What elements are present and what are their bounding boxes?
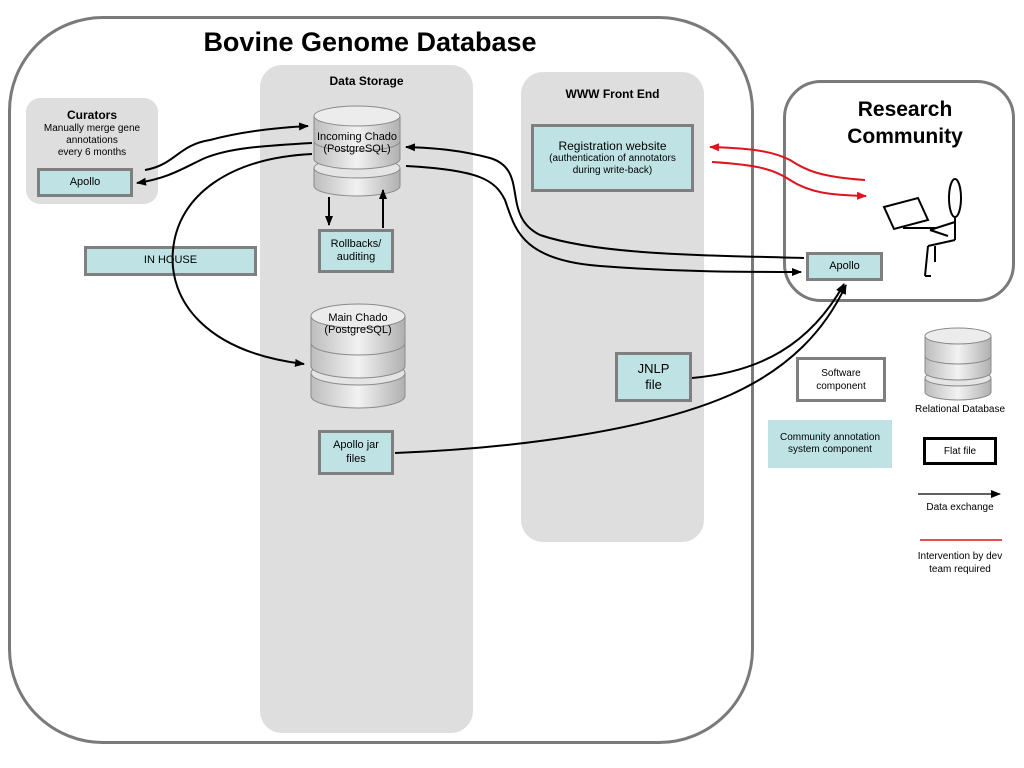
registration-to-research-intervention-arrow	[711, 161, 867, 200]
legend-software-component: Software component	[796, 357, 886, 402]
rollbacks-line2: auditing	[336, 251, 376, 263]
legend-intervention-line1: Intervention by dev	[917, 551, 1003, 562]
curators-to-incoming-arrow	[144, 122, 309, 171]
curators-desc-line2: annotations	[66, 135, 118, 146]
jnlp-line1: JNLP	[637, 361, 670, 377]
in-house-box: IN HOUSE	[84, 246, 257, 276]
apollo-jar-to-research-apollo-arrow	[394, 284, 847, 454]
incoming-to-research-apollo-arrow	[405, 165, 802, 276]
research-apollo-to-incoming-arrow	[405, 143, 805, 259]
jnlp-file-box: JNLP file	[615, 352, 692, 402]
incoming-to-curators-arrow	[136, 142, 313, 186]
registration-line1: Registration website	[558, 138, 667, 153]
www-front-end-title: WWW Front End	[565, 87, 660, 101]
research-community-title-line1: Research	[857, 98, 953, 121]
legend-intervention-label: Intervention by dev team required	[900, 550, 1020, 576]
legend-relational-db-label: Relational Database	[914, 404, 1006, 415]
legend-flat-file: Flat file	[923, 437, 997, 465]
incoming-chado-label: Incoming Chado (PostgreSQL)	[310, 131, 404, 155]
registration-line2: (authentication of annotators	[549, 153, 676, 165]
in-house-label: IN HOUSE	[143, 254, 198, 267]
incoming-chado-line2: (PostgreSQL)	[323, 143, 391, 155]
researcher-at-laptop-icon	[882, 178, 962, 277]
in-house-loop-arrow	[171, 153, 313, 367]
apollo-jar-files-box: Apollo jar files	[318, 430, 394, 475]
diagram-title: Bovine Genome Database	[203, 27, 537, 57]
curators-desc-line3: every 6 months	[57, 147, 127, 158]
legend-flat-file-label: Flat file	[943, 445, 977, 457]
research-community-title-line2: Community	[847, 125, 963, 148]
legend-relational-database-icon	[924, 327, 992, 401]
curators-title: Curators	[66, 108, 117, 122]
legend-community-line1: Community annotation	[779, 432, 881, 443]
incoming-chado-line1: Incoming Chado	[316, 131, 398, 143]
registration-website-box: Registration website (authentication of …	[531, 124, 694, 192]
intervention-to-registration-arrow	[709, 143, 866, 181]
curators-description: Manually merge gene annotations every 6 …	[26, 123, 158, 159]
research-apollo-box: Apollo	[806, 252, 883, 281]
main-chado-line2: (PostgreSQL)	[324, 324, 392, 336]
legend-software-line1: Software	[821, 367, 861, 379]
jnlp-line2: file	[645, 377, 662, 392]
research-apollo-label: Apollo	[829, 259, 860, 272]
research-community-title: Research Community	[805, 96, 1005, 150]
apollo-jar-line1: Apollo jar	[333, 439, 379, 452]
apollo-jar-line2: files	[346, 452, 366, 465]
main-chado-line1: Main Chado	[328, 312, 388, 324]
registration-line3: during write-back)	[572, 165, 653, 177]
legend-data-exchange-label: Data exchange	[926, 502, 994, 513]
legend-community-component: Community annotation system component	[768, 420, 892, 468]
legend-software-line2: component	[816, 380, 866, 392]
curators-desc-line1: Manually merge gene	[43, 123, 141, 134]
curators-apollo-box: Apollo	[37, 168, 133, 197]
data-storage-title: Data Storage	[329, 74, 404, 88]
rollbacks-auditing-box: Rollbacks/ auditing	[318, 229, 394, 273]
main-chado-label: Main Chado (PostgreSQL)	[308, 312, 408, 336]
incoming-chado-database-icon	[313, 105, 401, 197]
main-chado-database-icon	[310, 303, 406, 409]
rollbacks-line1: Rollbacks/	[330, 237, 382, 250]
legend-community-line2: system component	[788, 444, 872, 455]
curators-apollo-label: Apollo	[69, 175, 101, 188]
jnlp-to-research-apollo-arrow	[691, 283, 845, 379]
legend-intervention-line2: team required	[929, 564, 991, 575]
